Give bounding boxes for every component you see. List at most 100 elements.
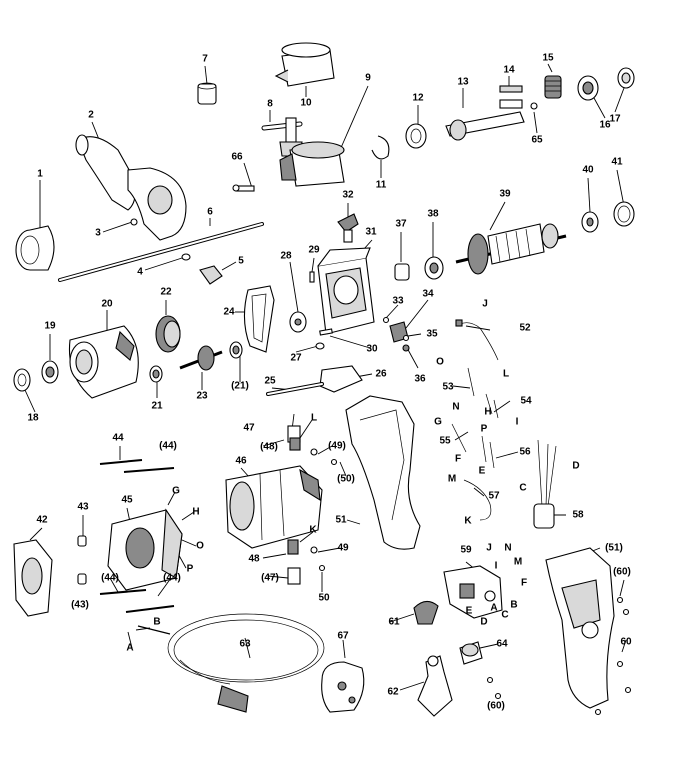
letter-I-switch: I [494, 560, 498, 572]
part-4-washer [181, 253, 191, 261]
label-32: 32 [342, 189, 354, 201]
part-11-circlip [371, 135, 390, 160]
letter-J-switch: J [486, 542, 492, 554]
part-13-spindle [445, 99, 525, 141]
label-44: 44 [112, 432, 124, 444]
label-4: 4 [137, 266, 143, 278]
label-17: 17 [609, 113, 621, 125]
label-51: 51 [335, 514, 347, 526]
letter-F-wire55: F [454, 453, 462, 465]
part-26-clip [319, 365, 363, 393]
part-27-ring [315, 342, 325, 350]
label-12: 12 [412, 92, 424, 104]
label-21-ref: (21) [231, 380, 249, 392]
part-24-gasket [243, 285, 275, 353]
label-64: 64 [496, 638, 508, 650]
label-60: 60 [620, 636, 632, 648]
part-5-wing-screw [199, 265, 223, 285]
label-59: 59 [460, 544, 472, 556]
letter-H-wire54: H [484, 406, 492, 418]
part-38-bearing [424, 256, 444, 280]
part-18-bearing [13, 368, 31, 392]
letter-G-wire55: G [434, 416, 442, 428]
part-56-wire [481, 435, 495, 469]
label-50: 50 [318, 592, 330, 604]
label-33: 33 [392, 295, 404, 307]
part-39-armature [455, 223, 567, 275]
part-44-screws [99, 459, 175, 613]
label-39: 39 [499, 188, 511, 200]
label-58: 58 [572, 509, 584, 521]
label-22: 22 [160, 286, 172, 298]
part-2-side-handle [75, 134, 187, 241]
label-53: 53 [442, 381, 454, 393]
part-30-pin [319, 328, 333, 336]
label-38: 38 [427, 208, 439, 220]
letter-B-switch: B [510, 599, 518, 611]
label-60-ref-b: (60) [487, 700, 505, 712]
part-66-screw [232, 184, 255, 192]
label-27: 27 [290, 352, 302, 364]
label-3: 3 [95, 227, 101, 239]
part-29-pin [309, 271, 315, 283]
part-52-wire [455, 319, 499, 361]
letter-P-wire56: P [480, 423, 488, 435]
letter-N-wire53: N [452, 401, 460, 413]
part-35-spring [402, 334, 410, 342]
label-15: 15 [542, 52, 554, 64]
part-67-cable-sleeve [321, 661, 365, 713]
part-41-sleeve [613, 201, 635, 227]
part-19-bearing [41, 360, 59, 384]
label-14: 14 [503, 64, 515, 76]
label-45: 45 [121, 494, 133, 506]
label-56: 56 [519, 446, 531, 458]
label-19: 19 [44, 320, 56, 332]
part-28-gear-lever [289, 311, 307, 333]
part-31-gear-housing [317, 247, 375, 335]
letter-M-switch: M [513, 556, 523, 568]
part-14-key [499, 85, 523, 93]
label-44-ref-b: (44) [101, 572, 119, 584]
label-52: 52 [519, 322, 531, 334]
part-48-brush-bottom [287, 539, 299, 555]
label-2: 2 [88, 109, 94, 121]
label-43: 43 [77, 501, 89, 513]
label-29: 29 [308, 244, 320, 256]
part-37-sleeve [394, 263, 410, 281]
label-47-ref: (47) [261, 572, 279, 584]
label-7: 7 [202, 53, 208, 65]
label-43-ref: (43) [71, 599, 89, 611]
label-5: 5 [238, 255, 244, 267]
part-60-screws [486, 596, 632, 716]
letter-A-switch: A [490, 602, 498, 614]
label-36: 36 [414, 373, 426, 385]
label-50-ref: (50) [337, 473, 355, 485]
letter-K-wire57: K [464, 515, 472, 527]
part-40-bearing [581, 211, 599, 233]
letter-D-capacitor: D [572, 460, 580, 472]
label-6: 6 [207, 206, 213, 218]
label-55: 55 [439, 435, 451, 447]
letter-B-cable: B [153, 616, 161, 628]
label-62: 62 [387, 686, 399, 698]
letter-O-wire53: O [436, 356, 444, 368]
label-46: 46 [235, 455, 247, 467]
part-62-key-holder [417, 655, 453, 717]
letter-F-switch: F [520, 577, 528, 589]
label-25: 25 [264, 375, 276, 387]
letter-L-wire52: L [502, 368, 510, 380]
label-66: 66 [231, 151, 243, 163]
letter-D-switch: D [480, 616, 488, 628]
label-54: 54 [520, 395, 532, 407]
part-48-brush-top [289, 437, 301, 451]
part-16-bearing [577, 75, 599, 101]
part-9-key-chuck [279, 141, 345, 187]
label-37: 37 [395, 218, 407, 230]
label-28: 28 [280, 250, 292, 262]
part-58-capacitor [533, 439, 557, 529]
part-33-ball [382, 316, 390, 324]
label-44-ref-c: (44) [163, 572, 181, 584]
part-61-clamp [413, 600, 439, 625]
label-48-ref: (48) [260, 441, 278, 453]
